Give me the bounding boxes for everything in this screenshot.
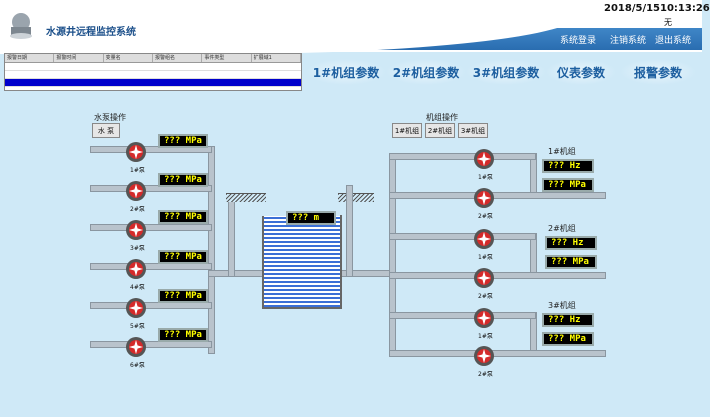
u3-out-pipe (486, 350, 606, 357)
date-display: 2018/5/15 (604, 3, 661, 14)
unit3-button[interactable]: 3#机组 (458, 123, 488, 138)
pump-3-pressure: ??? MPa (158, 210, 208, 224)
alarm-col-group: 报警组名 (153, 54, 203, 62)
unit2-mpa-display: ??? MPa (545, 255, 597, 269)
unit2-pump2-icon[interactable] (472, 266, 496, 290)
ground-hatch-right (338, 193, 374, 202)
bell-icon (10, 13, 32, 39)
right-tank-pipe (346, 185, 353, 277)
unit2-button[interactable]: 2#机组 (425, 123, 455, 138)
right-riser-pipe (389, 153, 396, 355)
unit1-label: 1#机组 (548, 147, 576, 156)
alarm-col-ext: 扩展域1 (252, 54, 301, 62)
unit2-pump1-label: 1#泵 (478, 254, 493, 261)
pump-6-label: 6#泵 (130, 362, 145, 369)
alarm-params-button[interactable]: 报警参数 (620, 59, 696, 85)
alarm-col-time: 报警时间 (54, 54, 104, 62)
pump-6-icon[interactable] (124, 335, 148, 359)
unit1-hz-display: ??? Hz (542, 159, 594, 173)
pump-5-label: 5#泵 (130, 323, 145, 330)
pump-4-label: 4#泵 (130, 284, 145, 291)
pump1-pipe (90, 146, 212, 153)
unit1-pump2-icon[interactable] (472, 186, 496, 210)
table-row[interactable] (5, 71, 301, 79)
alarm-col-date: 报警日期 (5, 54, 55, 62)
unit3-pump1-icon[interactable] (472, 306, 496, 330)
ground-hatch-left (226, 193, 266, 202)
water-tank (262, 215, 342, 309)
left-riser-pipe (208, 146, 215, 354)
unit1-button[interactable]: 1#机组 (392, 123, 422, 138)
pump-6-pressure: ??? MPa (158, 328, 208, 342)
pump-1-pressure: ??? MPa (158, 134, 208, 148)
pump-4-icon[interactable] (124, 257, 148, 281)
pump6-pipe (90, 341, 212, 348)
unit2-hz-display: ??? Hz (545, 236, 597, 250)
instrument-params-button[interactable]: 仪表参数 (546, 59, 616, 85)
unit1-mpa-display: ??? MPa (542, 178, 594, 192)
unit2-params-button[interactable]: 2#机组参数 (386, 59, 466, 85)
left-feed-pipe (208, 270, 264, 277)
unit1-pump1-icon[interactable] (472, 147, 496, 171)
menu-login[interactable]: 系统登录 (560, 36, 597, 46)
menu-logout[interactable]: 注销系统 (610, 36, 647, 46)
header: 水源井远程监控系统 2018/5/15 10:13:26 无 系统登录 注销系统… (0, 0, 710, 54)
pump-4-pressure: ??? MPa (158, 250, 208, 264)
unit1-pump1-label: 1#泵 (478, 174, 493, 181)
pump-2-pressure: ??? MPa (158, 173, 208, 187)
unit3-mpa-display: ??? MPa (542, 332, 594, 346)
status-text: 无 (664, 18, 672, 27)
pump-2-label: 2#泵 (130, 206, 145, 213)
time-display: 10:13:26 (660, 3, 710, 14)
pump-5-icon[interactable] (124, 296, 148, 320)
pump-1-icon[interactable] (124, 140, 148, 164)
unit3-pump1-label: 1#泵 (478, 333, 493, 340)
unit3-params-button[interactable]: 3#机组参数 (466, 59, 546, 85)
unit2-label: 2#机组 (548, 224, 576, 233)
unit1-params-button[interactable]: 1#机组参数 (306, 59, 386, 85)
pump-3-label: 3#泵 (130, 245, 145, 252)
pump-1-label: 1#泵 (130, 167, 145, 174)
pump-3-icon[interactable] (124, 218, 148, 242)
table-row[interactable] (5, 63, 301, 71)
tank-level-display: ??? m (286, 211, 336, 225)
unit1-pump2-label: 2#泵 (478, 213, 493, 220)
alarm-col-event: 事件类型 (202, 54, 252, 62)
pump3-pipe (90, 224, 212, 231)
pump-2-icon[interactable] (124, 179, 148, 203)
alarm-col-var: 变量名 (104, 54, 153, 62)
table-row[interactable] (5, 79, 301, 87)
unit3-label: 3#机组 (548, 301, 576, 310)
pump4-pipe (90, 263, 212, 270)
pump2-pipe (90, 185, 212, 192)
unit3-pump2-icon[interactable] (472, 344, 496, 368)
pump-5-pressure: ??? MPa (158, 289, 208, 303)
unit2-pump2-label: 2#泵 (478, 293, 493, 300)
alarm-table[interactable]: 报警日期 报警时间 变量名 报警组名 事件类型 扩展域1 (4, 53, 302, 91)
unit3-pump2-label: 2#泵 (478, 371, 493, 378)
alarm-table-header: 报警日期 报警时间 变量名 报警组名 事件类型 扩展域1 (5, 54, 301, 63)
u2-out-pipe (486, 272, 606, 279)
app-title: 水源井远程监控系统 (46, 27, 136, 38)
menu-exit[interactable]: 退出系统 (655, 36, 692, 46)
pump5-pipe (90, 302, 212, 309)
unit2-pump1-icon[interactable] (472, 227, 496, 251)
unit-ops-label: 机组操作 (426, 113, 458, 122)
unit3-hz-display: ??? Hz (542, 313, 594, 327)
pump-button[interactable]: 水 泵 (92, 123, 120, 138)
pump-ops-label: 水泵操作 (94, 113, 126, 122)
left-tank-pipe (228, 193, 235, 277)
u1-out-pipe (486, 192, 606, 199)
